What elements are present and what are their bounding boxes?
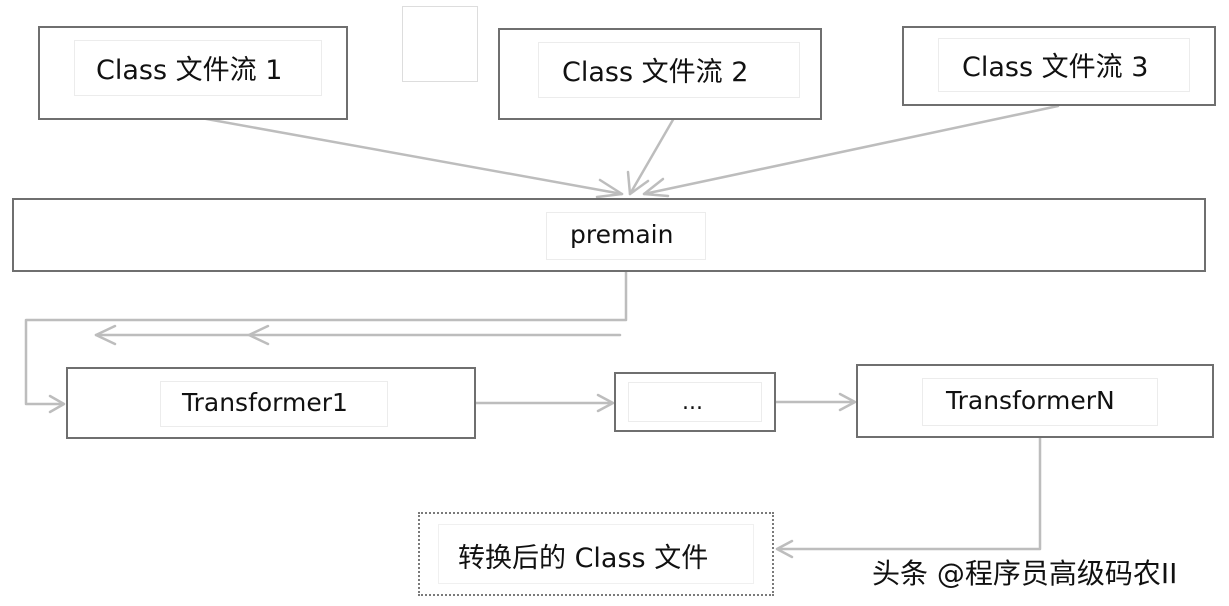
direction-chevron-2 bbox=[247, 324, 270, 346]
ellipsis-box: ... bbox=[614, 372, 776, 432]
class-stream-2-box: Class 文件流 2 bbox=[498, 28, 822, 120]
class-stream-1-box: Class 文件流 1 bbox=[38, 26, 348, 120]
edge-stream2-to-premain bbox=[628, 116, 676, 196]
arrowhead-stream1 bbox=[595, 178, 624, 199]
edge-stream1-to-premain bbox=[188, 114, 624, 196]
class-stream-3-box: Class 文件流 3 bbox=[902, 26, 1216, 106]
empty-placeholder-box bbox=[402, 6, 478, 82]
edge-transformern-to-output bbox=[776, 435, 1042, 551]
transformer-1-label-bg bbox=[160, 381, 388, 427]
output-class-file-box: 转换后的 Class 文件 bbox=[418, 512, 774, 596]
watermark-text: 头条 @程序员高级码农II bbox=[872, 557, 1178, 590]
ellipsis-label-bg bbox=[628, 382, 762, 422]
class-stream-1-label-bg bbox=[74, 40, 322, 96]
premain-label: premain bbox=[570, 220, 674, 249]
output-label-bg bbox=[438, 524, 754, 584]
direction-chevron-1 bbox=[94, 324, 117, 346]
premain-box: premain bbox=[12, 198, 1206, 272]
premain-label-bg bbox=[546, 212, 706, 260]
arrowhead-stream2 bbox=[626, 170, 650, 196]
arrowhead-transformern bbox=[838, 392, 857, 412]
class-stream-3-label: Class 文件流 3 bbox=[962, 52, 1149, 83]
transformer-n-box: TransformerN bbox=[856, 364, 1214, 438]
transformer-n-label: TransformerN bbox=[946, 386, 1115, 415]
arrowhead-stream3 bbox=[642, 177, 670, 198]
class-stream-2-label-bg bbox=[538, 42, 800, 98]
class-stream-1-label: Class 文件流 1 bbox=[96, 55, 283, 86]
class-stream-3-label-bg bbox=[938, 38, 1190, 92]
arrowhead-ellipsis bbox=[596, 393, 615, 413]
transformer-1-label: Transformer1 bbox=[182, 388, 348, 417]
ellipsis-label: ... bbox=[682, 390, 703, 415]
output-class-file-label: 转换后的 Class 文件 bbox=[458, 543, 709, 574]
arrowhead-output bbox=[775, 539, 794, 559]
class-stream-2-label: Class 文件流 2 bbox=[562, 57, 749, 88]
transformer-1-box: Transformer1 bbox=[66, 367, 476, 439]
arrowhead-transformer1 bbox=[48, 394, 66, 414]
transformer-n-label-bg bbox=[922, 378, 1158, 426]
